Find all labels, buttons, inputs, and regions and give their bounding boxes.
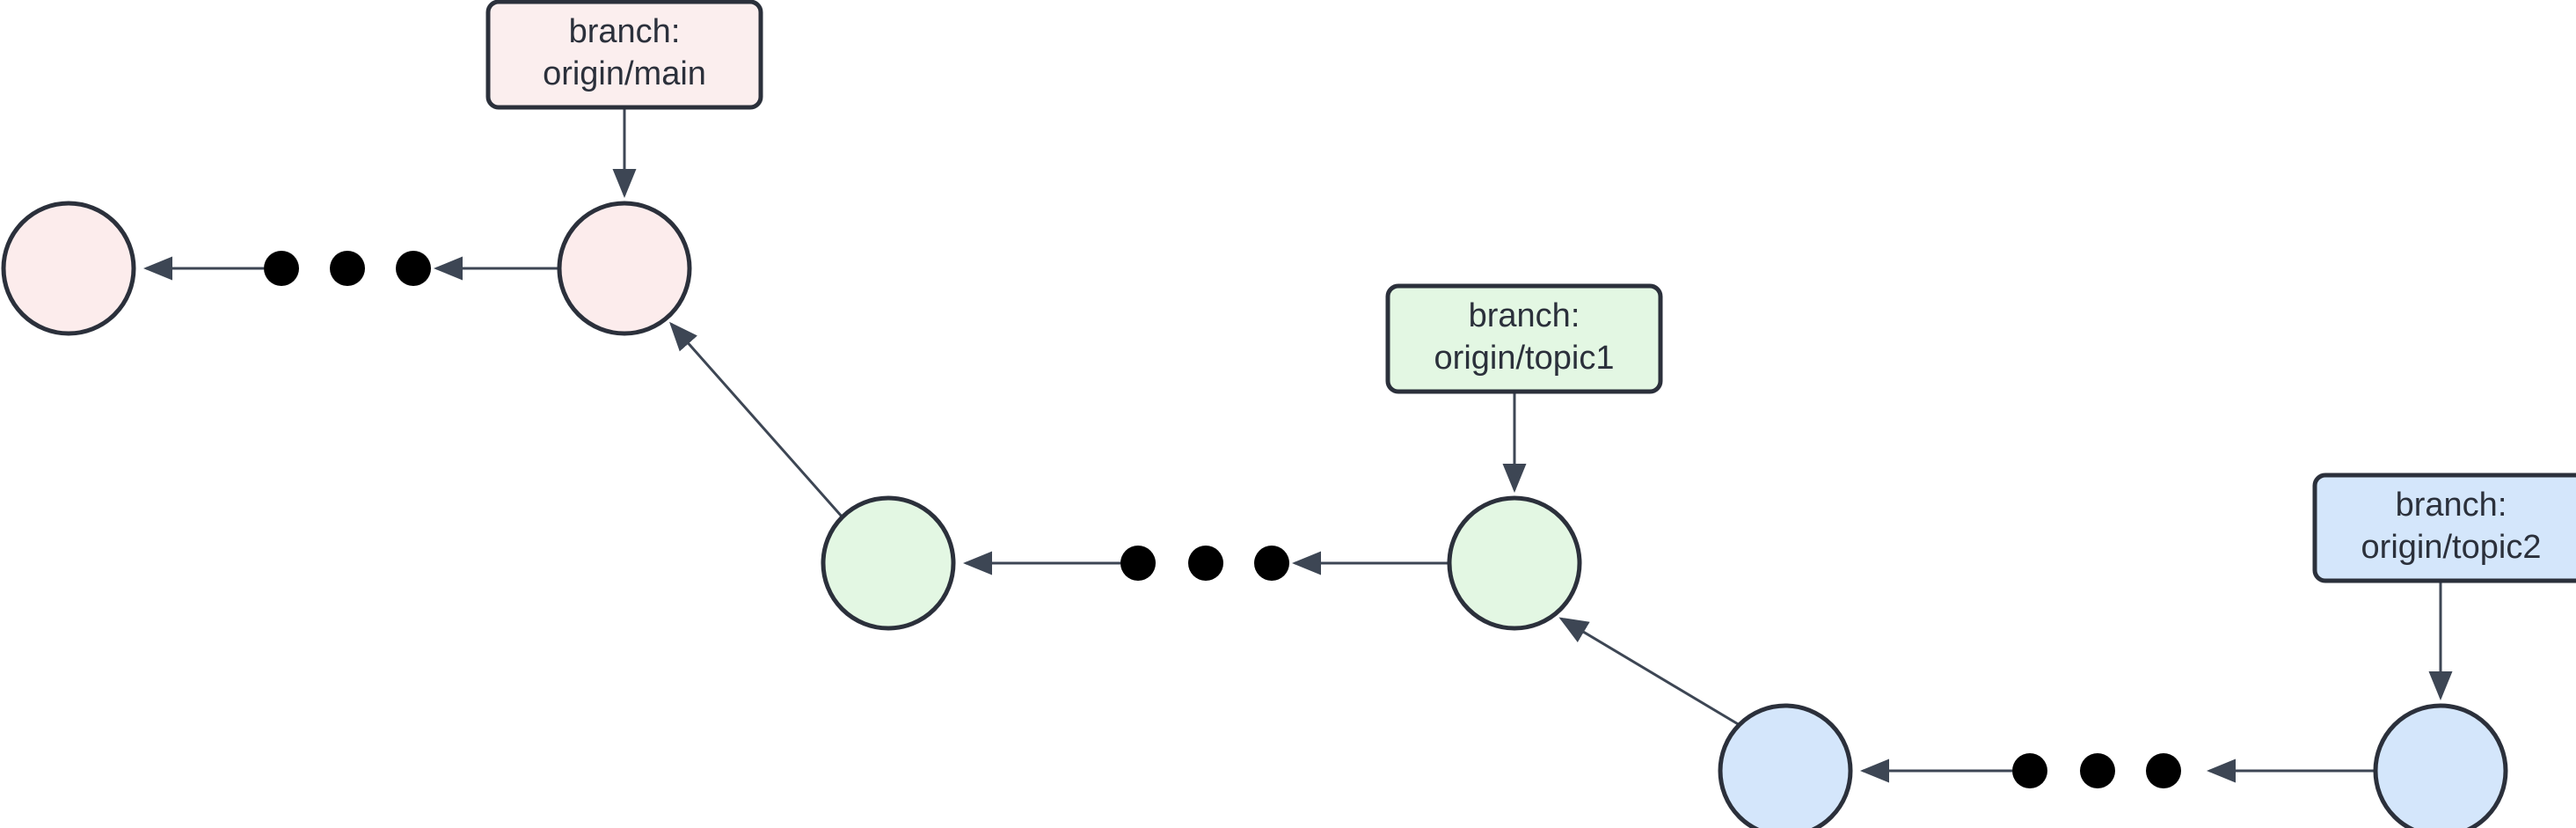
commit-node-topic2-head[interactable] — [2373, 703, 2508, 828]
commit-node-topic1-head[interactable] — [1447, 495, 1582, 631]
ellipsis-dot — [2080, 753, 2115, 788]
branch-label-topic1-box[interactable] — [1385, 283, 1663, 394]
commit-node-main-head[interactable] — [557, 201, 692, 336]
branch-label-main[interactable]: branch: origin/main — [485, 0, 763, 110]
commit-node-main-oldest[interactable] — [1, 201, 136, 336]
branch-label-topic2-line1: branch: — [2396, 487, 2507, 524]
branch-label-topic1-line1: branch: — [1469, 297, 1580, 334]
branch-label-topic1[interactable]: branch: origin/topic1 — [1385, 283, 1663, 394]
branch-label-topic2[interactable]: branch: origin/topic2 — [2312, 473, 2576, 583]
lane-topic1: branch: origin/topic1 — [669, 283, 1663, 631]
ellipsis-dot — [264, 251, 299, 286]
ellipsis-dot — [1120, 546, 1156, 581]
branch-label-topic2-line2: origin/topic2 — [2361, 529, 2542, 566]
ellipsis-dot — [1188, 546, 1223, 581]
lane-main: branch: origin/main — [1, 0, 763, 336]
ellipsis-dot — [330, 251, 365, 286]
ellipsis-dot — [1254, 546, 1289, 581]
lane-topic2: branch: origin/topic2 — [1558, 473, 2576, 828]
branch-label-main-box[interactable] — [485, 0, 763, 110]
branch-label-main-line2: origin/main — [543, 55, 706, 92]
branch-label-topic2-box[interactable] — [2312, 473, 2576, 583]
connector-topic1-oldest-to-main-head — [669, 321, 844, 518]
branch-label-main-line1: branch: — [569, 13, 681, 50]
commit-node-topic1-oldest[interactable] — [821, 495, 956, 631]
commit-node-topic2-oldest[interactable] — [1718, 703, 1853, 828]
ellipsis-dot — [2012, 753, 2047, 788]
ellipsis-dot — [2146, 753, 2181, 788]
connector-topic2-oldest-to-topic1-head — [1558, 617, 1740, 727]
branch-label-topic1-line2: origin/topic1 — [1434, 340, 1615, 377]
ellipsis-dot — [396, 251, 431, 286]
